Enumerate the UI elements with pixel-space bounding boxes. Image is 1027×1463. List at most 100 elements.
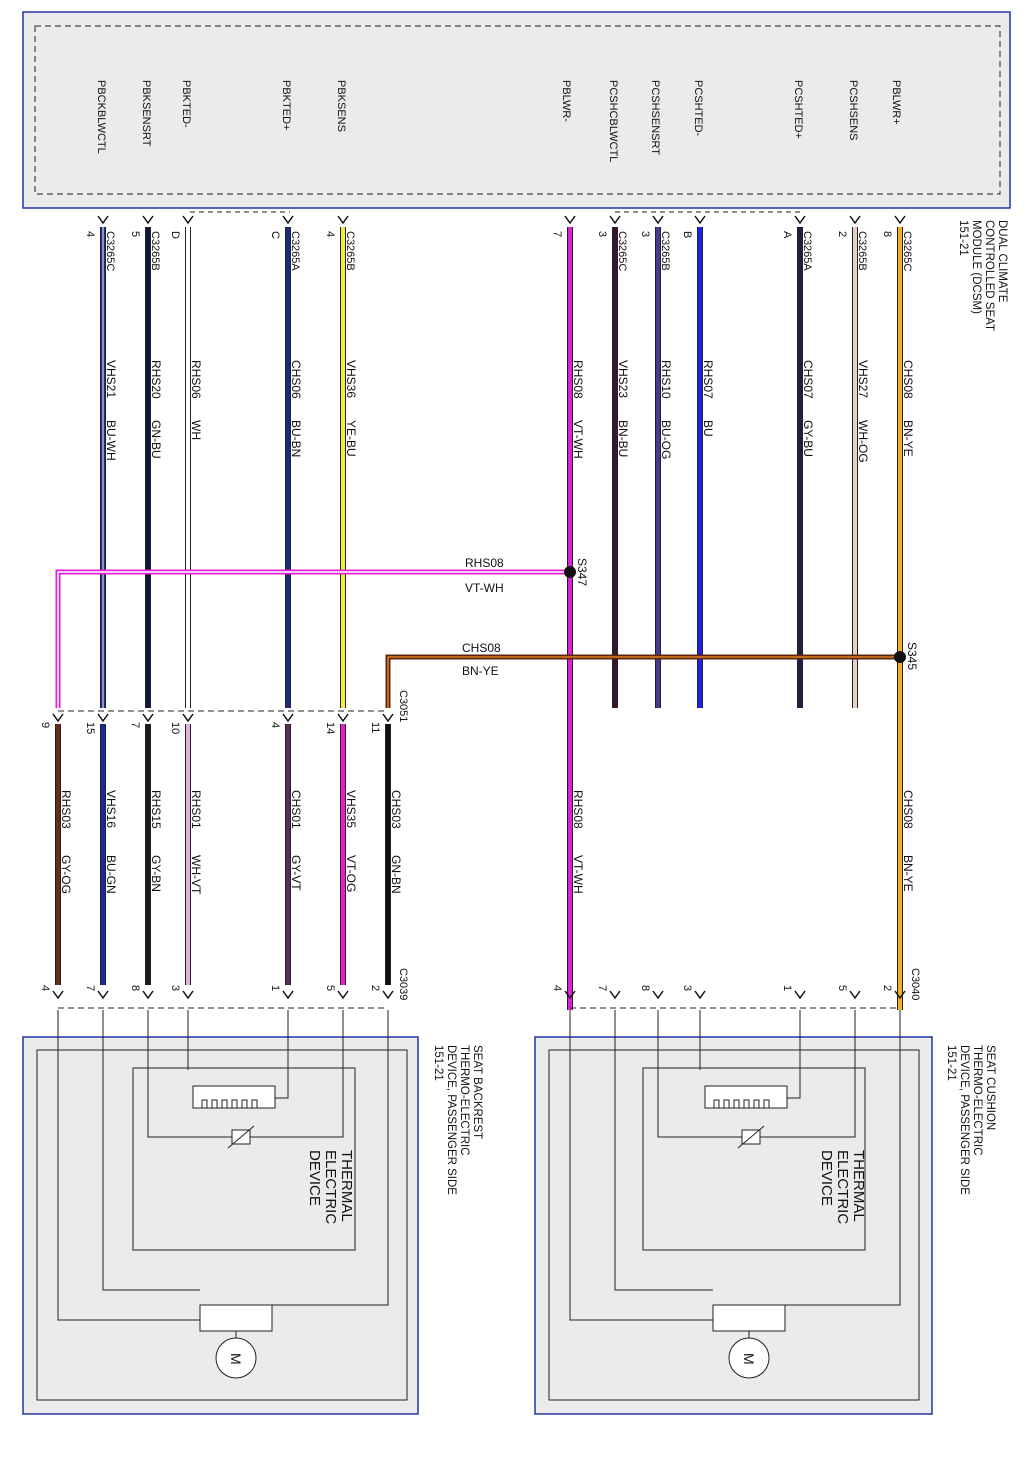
lower-left-top-arrow-3 <box>182 713 194 723</box>
lower-left-color-6: GN-BN <box>389 855 403 894</box>
lower-right-bottom-arrow-1 <box>609 990 621 1000</box>
cushion-blower <box>712 1304 786 1332</box>
lower-left-top-pin-1: 15 <box>84 722 96 734</box>
lower-left-top-pin-3: 10 <box>169 722 181 734</box>
cushion-ted-line-2: ELECTRIC <box>834 1150 851 1224</box>
lower-left-top-pin-6: 11 <box>369 722 381 733</box>
lower-left-top-pin-2: 7 <box>129 722 141 728</box>
upper-arrow-5 <box>564 215 576 225</box>
splice-s345-circuit: CHS08 <box>462 641 501 655</box>
lower-right-color-6: BN-YE <box>901 855 915 892</box>
lower-left-color-3: WH-VT <box>189 855 203 895</box>
lower-left-top-arrow-0 <box>52 713 64 723</box>
lower-left-top-arrow-5 <box>337 713 349 723</box>
splice-s345-color: BN-YE <box>462 664 499 678</box>
lower-left-top-arrow-2 <box>142 713 154 723</box>
module-title-line-1: DUAL CLIMATE <box>996 220 1008 303</box>
upper-arrow-3 <box>282 215 294 225</box>
upper-pin-9: A <box>781 231 793 239</box>
dcsm-module-inner <box>34 25 1001 195</box>
upper-pin-7: 3 <box>639 231 651 237</box>
lower-left-top-arrow-4 <box>282 713 294 723</box>
upper-color-10: WH-OG <box>856 420 870 463</box>
backrest-motor-label: M <box>228 1353 244 1365</box>
upper-arrow-4 <box>337 215 349 225</box>
pin-label-10: PCSHSENS <box>847 80 859 141</box>
upper-circuit-11: CHS08 <box>901 360 915 399</box>
upper-color-3: BU-BN <box>289 420 303 457</box>
lower-right-bottom-pin-6: 2 <box>881 985 893 991</box>
upper-circuit-9: CHS07 <box>801 360 815 399</box>
lower-left-bottom-arrow-6 <box>382 990 394 1000</box>
upper-arrow-9 <box>794 215 806 225</box>
cushion-ted-line-3: DEVICE <box>818 1150 835 1206</box>
cushion-title-line-2: THERMO-ELECTRIC <box>971 1045 983 1156</box>
upper-color-1: GN-BU <box>149 420 163 459</box>
upper-color-7: BU-OG <box>659 420 673 459</box>
module-title-line-4: 151-21 <box>957 220 969 256</box>
lower-right-color-0: VT-WH <box>571 855 585 894</box>
lower-left-circuit-0: RHS03 <box>59 790 73 829</box>
cushion-ted-line-1: THERMAL <box>850 1150 867 1222</box>
upper-circuit-0: VHS21 <box>104 360 118 398</box>
lower-left-bottom-pin-6: 2 <box>369 985 381 991</box>
module-title: DUAL CLIMATE CONTROLLED SEAT MODULE (DCS… <box>957 220 1008 331</box>
lower-left-wires: 9RHS03GY-OG415VHS16BU-GN77RHS15GY-BN810R… <box>39 713 403 1000</box>
lower-left-top-pin-5: 14 <box>324 722 336 734</box>
lower-right-bottom-pin-2: 8 <box>639 985 651 991</box>
lower-left-top-arrow-1 <box>97 713 109 723</box>
upper-circuit-2: RHS06 <box>189 360 203 399</box>
upper-color-5: VT-WH <box>571 420 585 459</box>
lower-right-bottom-arrow-3 <box>694 990 706 1000</box>
upper-connector-11: C3265C <box>901 231 913 271</box>
upper-color-8: BU <box>701 420 715 437</box>
lower-right-bottom-pin-1: 7 <box>596 985 608 991</box>
splice-s345-branch: CHS08 BN-YE S345 <box>385 641 919 708</box>
upper-color-0: BU-WH <box>104 420 118 461</box>
upper-circuit-3: CHS06 <box>289 360 303 399</box>
lower-left-top-pin-0: 9 <box>39 722 51 728</box>
lower-left-color-4: GY-VT <box>289 855 303 891</box>
lower-left-circuit-2: RHS15 <box>149 790 163 829</box>
upper-arrow-8 <box>694 215 706 225</box>
upper-color-6: BN-BU <box>616 420 630 457</box>
lower-left-bottom-pin-3: 3 <box>169 985 181 991</box>
lower-left-top-arrow-6 <box>382 713 394 723</box>
upper-color-11: BN-YE <box>901 420 915 457</box>
upper-pin-10: 2 <box>836 231 848 237</box>
cushion-title-line-1: SEAT CUSHION <box>984 1045 996 1130</box>
lower-right-circuit-6: CHS08 <box>901 790 915 829</box>
upper-arrow-1 <box>142 215 154 225</box>
cushion-heater-element <box>704 1085 788 1109</box>
splice-s347-id: S347 <box>575 558 589 586</box>
dcsm-module-box <box>22 11 1011 209</box>
upper-circuit-8: RHS07 <box>701 360 715 399</box>
lower-right-bottom-pin-5: 5 <box>836 985 848 991</box>
lower-right-bottom-arrow-5 <box>849 990 861 1000</box>
upper-circuit-1: RHS20 <box>149 360 163 399</box>
lower-left-color-0: GY-OG <box>59 855 73 894</box>
lower-left-bottom-arrow-0 <box>52 990 64 1000</box>
splice-s345-dot <box>894 651 906 663</box>
lower-left-circuit-4: CHS01 <box>289 790 303 829</box>
lower-left-bottom-pin-2: 8 <box>129 985 141 991</box>
pin-label-8: PCSHTED- <box>692 80 704 137</box>
lower-right-bottom-arrow-0 <box>564 990 576 1000</box>
backrest-title-line-2: THERMO-ELECTRIC <box>458 1045 470 1156</box>
module-title-line-3: MODULE (DCSM) <box>970 220 982 314</box>
pin-label-2: PBKTED- <box>180 80 192 128</box>
upper-pin-4: 4 <box>324 231 336 237</box>
pin-label-5: PBLWR- <box>560 80 572 122</box>
upper-arrow-7 <box>652 215 664 225</box>
upper-color-2: WH <box>189 420 203 440</box>
pin-label-4: PBKSENS <box>335 80 347 132</box>
upper-arrow-6 <box>609 215 621 225</box>
upper-pin-6: 3 <box>596 231 608 237</box>
module-title-line-2: CONTROLLED SEAT <box>983 220 995 331</box>
lower-right-bottom-pin-3: 3 <box>681 985 693 991</box>
splice-s347-circuit: RHS08 <box>465 556 504 570</box>
